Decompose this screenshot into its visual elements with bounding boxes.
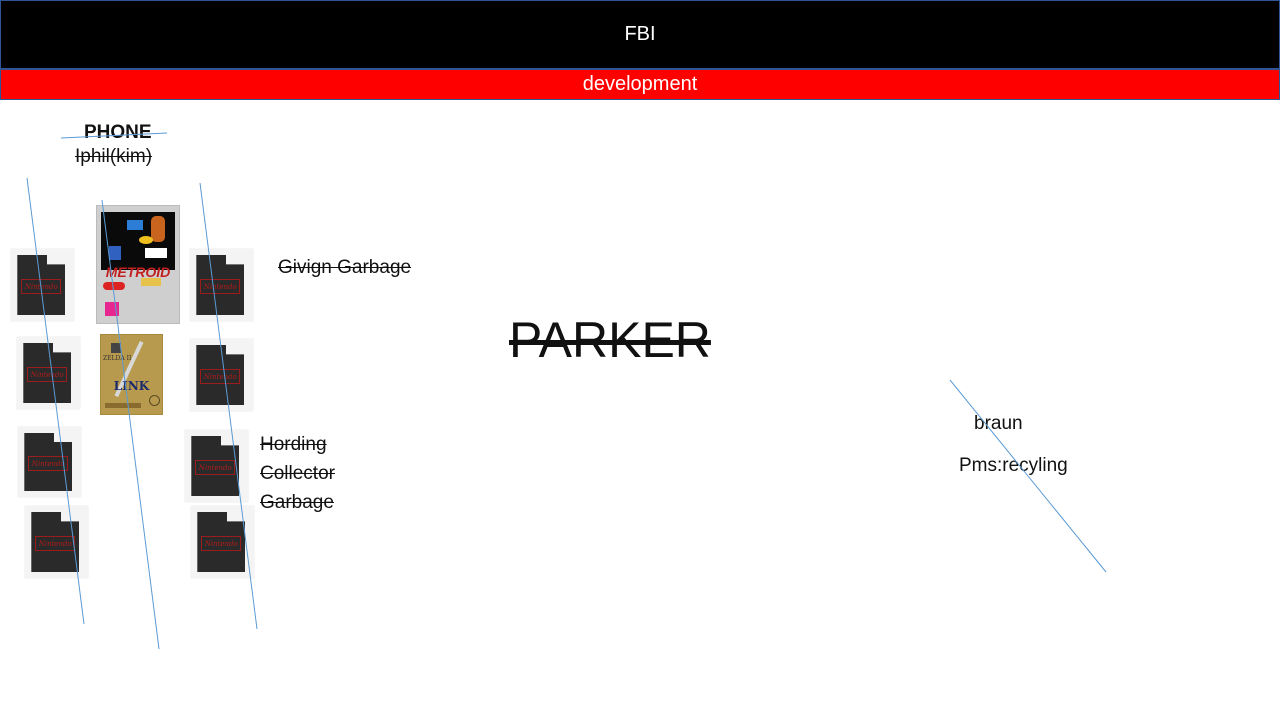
garbage-label: Garbage: [260, 492, 334, 513]
hording-label: Hording: [260, 434, 327, 455]
braun-label: braun: [974, 413, 1023, 434]
header-bar: FBI: [0, 0, 1280, 69]
cartridge-label: Nintendo: [200, 279, 241, 295]
nes-cartridge-image: Nintendo: [185, 430, 248, 502]
giving-garbage-label: Givign Garbage: [278, 257, 412, 278]
phone-line: [60, 132, 168, 139]
nes-cartridge-image: Nintendo: [25, 506, 88, 578]
metroid-box-image: METROID: [96, 205, 180, 324]
cartridge-label: Nintendo: [200, 369, 241, 385]
middle-column-line: [101, 199, 160, 650]
zelda-box-image: ZELDA II LINK: [100, 334, 163, 415]
metroid-title: METROID: [105, 264, 171, 280]
nes-cartridge-image: Nintendo: [191, 506, 254, 578]
left-column-line: [26, 177, 85, 625]
pms-recycling-label: Pms:recyling: [959, 455, 1068, 476]
braun-line: [949, 379, 1107, 573]
nes-cartridge-image: Nintendo: [18, 427, 81, 497]
cartridge-label: Nintendo: [35, 536, 76, 552]
parker-title: PARKER: [509, 312, 711, 368]
header-title: FBI: [624, 23, 656, 45]
cartridge-label: Nintendo: [195, 460, 236, 476]
zelda-title: LINK: [113, 379, 150, 393]
cartridge-label: Nintendo: [201, 536, 242, 552]
phone-label: PHONE: [84, 122, 152, 143]
right-column-line: [199, 182, 258, 630]
subheader-label: development: [582, 73, 698, 95]
subheader-bar: development: [0, 69, 1280, 100]
cartridge-label: Nintendo: [27, 367, 68, 383]
iphil-label: Iphil(kim): [75, 146, 153, 167]
nes-cartridge-image: Nintendo: [190, 249, 253, 321]
cartridge-label: Nintendo: [28, 456, 69, 471]
nes-cartridge-image: Nintendo: [190, 339, 253, 411]
collector-label: Collector: [260, 463, 335, 484]
nes-cartridge-image: Nintendo: [11, 249, 74, 321]
zelda-subtitle: ZELDA II: [103, 355, 132, 362]
